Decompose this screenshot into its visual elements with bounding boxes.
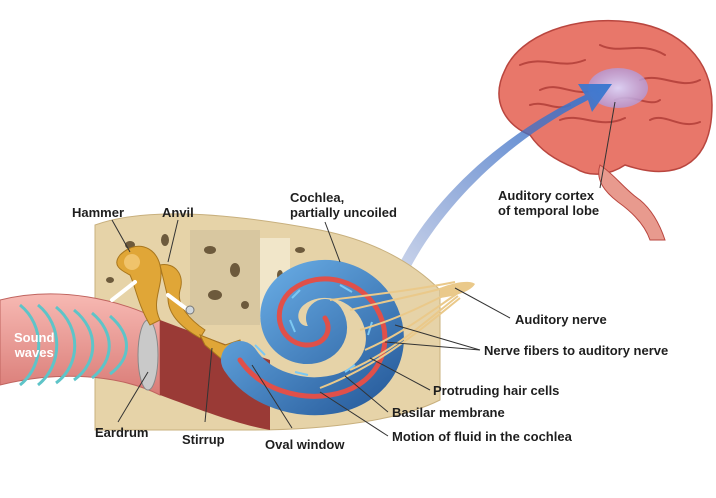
- cochlea: [221, 259, 404, 416]
- label-fluid-motion: Motion of fluid in the cochlea: [392, 429, 572, 444]
- label-auditory-nerve: Auditory nerve: [515, 312, 607, 327]
- label-eardrum: Eardrum: [95, 425, 149, 440]
- label-stirrup: Stirrup: [182, 432, 225, 447]
- label-sound-line2: waves: [14, 345, 54, 360]
- label-sound-waves: Sound waves: [14, 330, 54, 360]
- label-nerve-fibers: Nerve fibers to auditory nerve: [484, 343, 669, 358]
- eardrum: [137, 319, 159, 391]
- label-oval-window: Oval window: [265, 437, 345, 452]
- label-anvil: Anvil: [162, 205, 194, 220]
- middle-ear-cavity: [160, 320, 270, 430]
- label-cochlea: Cochlea, partially uncoiled: [290, 190, 397, 220]
- brain: [498, 19, 713, 241]
- label-basilar-membrane: Basilar membrane: [392, 405, 505, 420]
- leader-lines: [111, 101, 616, 437]
- label-cochlea-line2: partially uncoiled: [290, 205, 397, 220]
- label-hair-cells: Protruding hair cells: [433, 383, 560, 398]
- sound-waves: [19, 303, 128, 387]
- label-cortex-line2: of temporal lobe: [498, 203, 600, 218]
- auditory-cortex: [588, 68, 648, 108]
- label-sound-line1: Sound: [14, 330, 55, 345]
- auditory-nerve: [440, 281, 475, 298]
- signal-arrow: [395, 84, 612, 278]
- label-cortex-line1: Auditory cortex: [498, 188, 595, 203]
- label-auditory-cortex: Auditory cortex of temporal lobe: [498, 188, 599, 218]
- label-hammer: Hammer: [72, 205, 125, 220]
- label-cochlea-line1: Cochlea,: [290, 190, 345, 205]
